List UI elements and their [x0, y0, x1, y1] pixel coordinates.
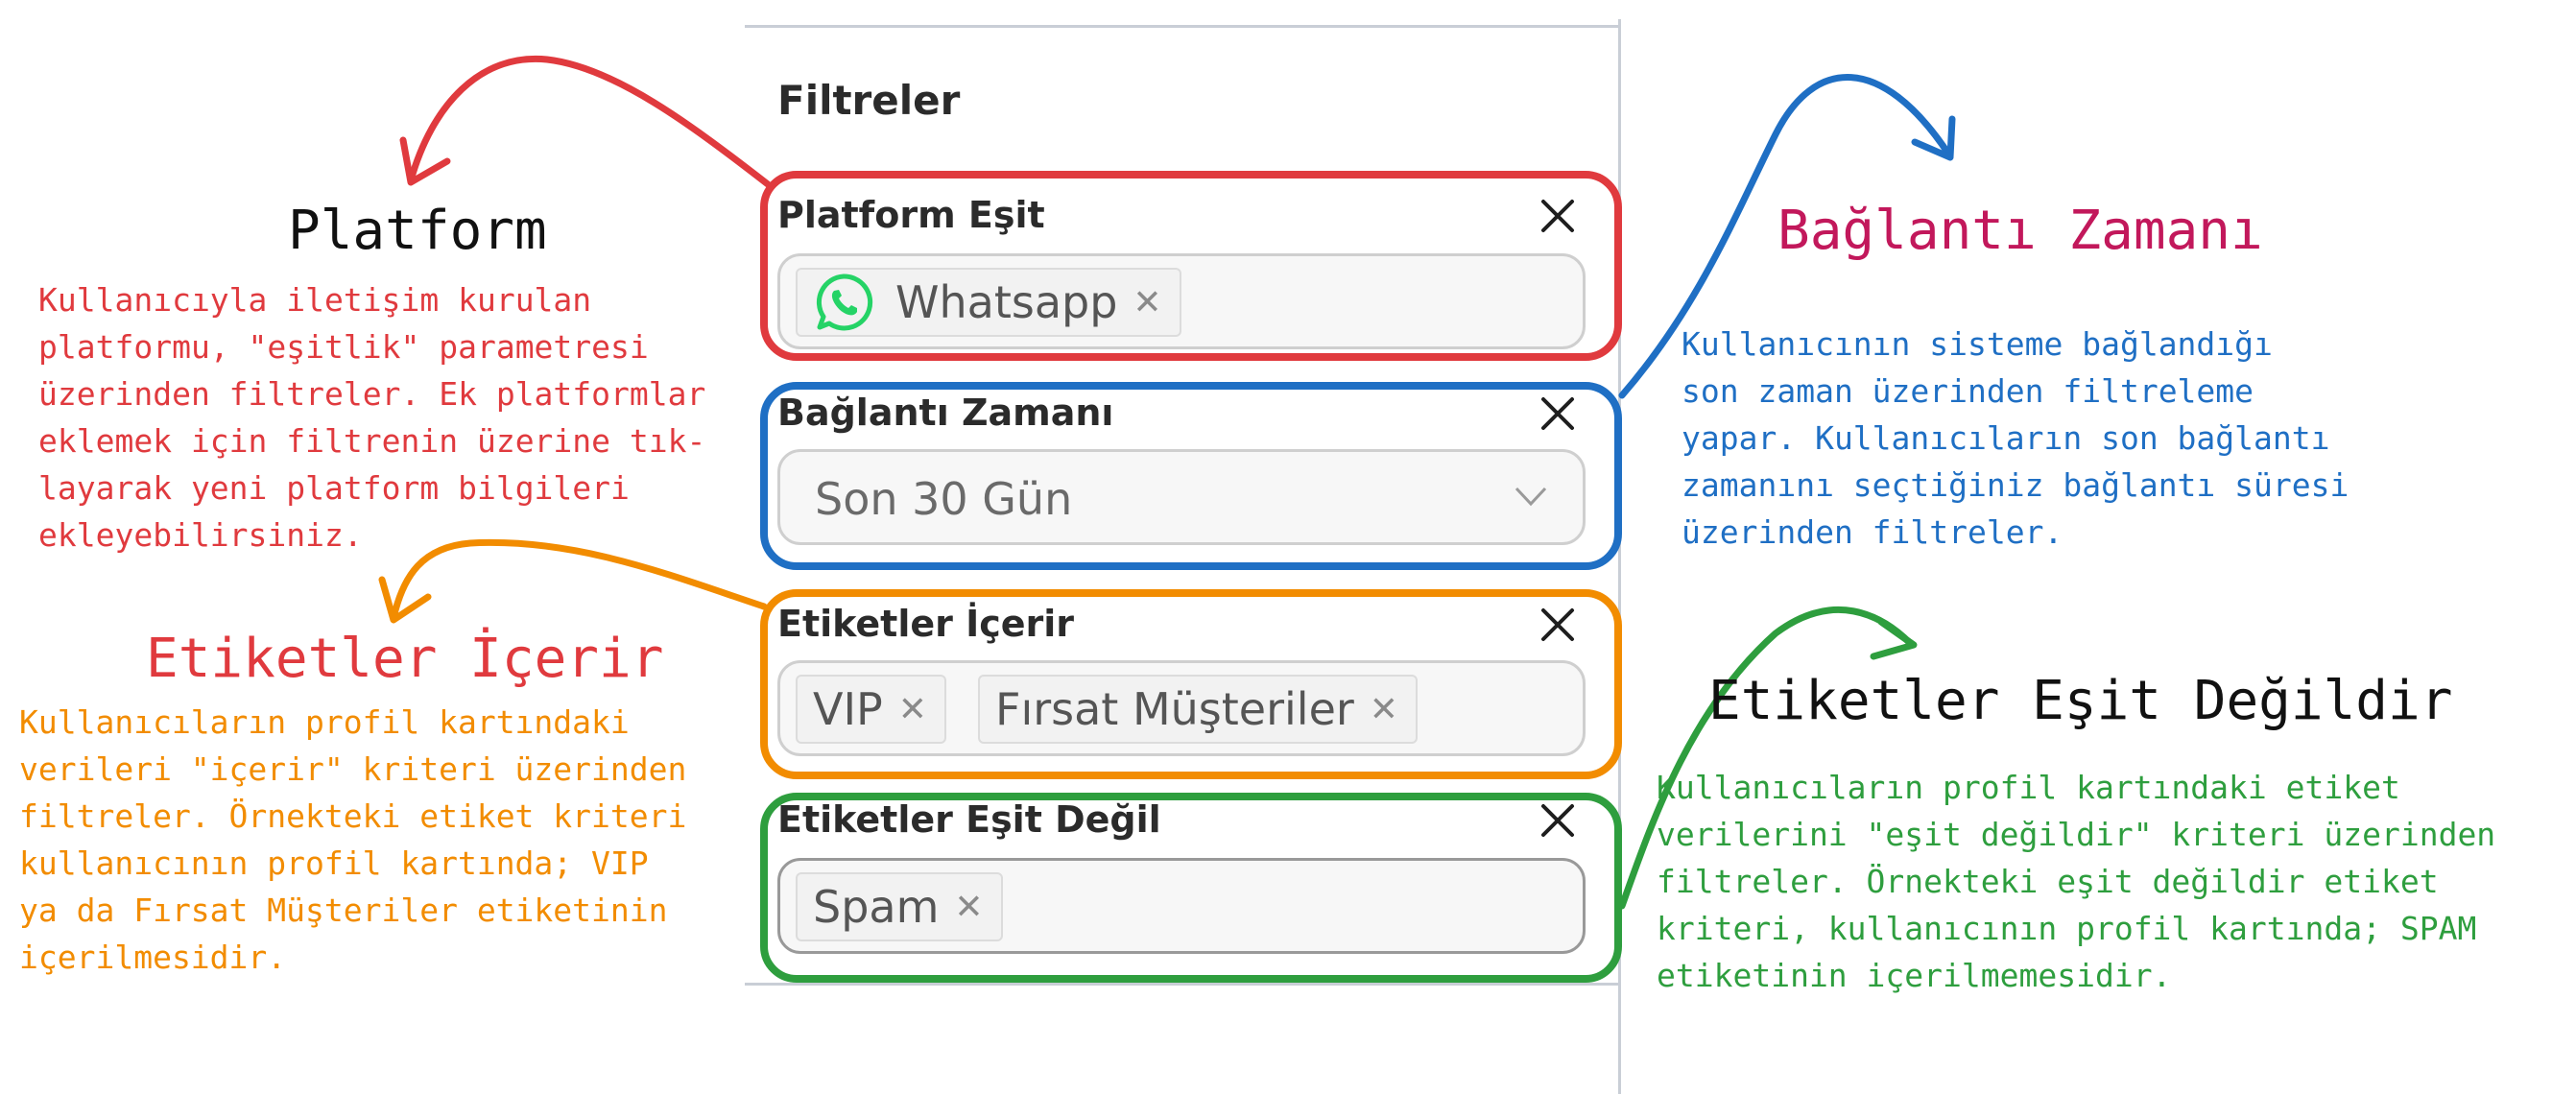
chip-spam[interactable]: Spam ✕ — [796, 872, 1003, 941]
chevron-down-icon — [1515, 487, 1547, 507]
filter-label-esit-degil: Etiketler Eşit Değil — [777, 798, 1161, 841]
arrow-platform — [407, 55, 772, 188]
chip-remove-icon[interactable]: ✕ — [897, 689, 927, 729]
chip-whatsapp[interactable]: Whatsapp ✕ — [796, 268, 1181, 337]
panel-top-border — [745, 25, 1620, 28]
filter-card-baglanti — [760, 382, 1622, 570]
chip-vip[interactable]: VIP ✕ — [796, 675, 946, 744]
chip-firsat-musteriler[interactable]: Fırsat Müşteriler ✕ — [978, 675, 1418, 744]
arrowhead-icerir — [378, 576, 432, 624]
filter-card-esit-degil — [760, 793, 1622, 983]
annotation-esit-degil-title: Etiketler Eşit Değildir — [1708, 670, 2453, 732]
filter-label-platform: Platform Eşit — [777, 194, 1045, 236]
close-icon — [1541, 200, 1574, 232]
platform-multiselect[interactable]: Whatsapp ✕ — [777, 253, 1586, 349]
filter-card-platform — [760, 171, 1622, 361]
arrowhead-esit-degil — [1870, 618, 1918, 660]
arrowhead-platform — [399, 136, 451, 186]
chip-label: Spam — [813, 881, 940, 933]
annotation-platform-desc: Kullanıcıyla iletişim kurulan platformu,… — [38, 281, 706, 554]
remove-filter-esit-degil-button[interactable] — [1538, 800, 1578, 841]
remove-filter-baglanti-button[interactable] — [1538, 393, 1578, 434]
filter-label-baglanti: Bağlantı Zamanı — [777, 392, 1114, 434]
chip-label: VIP — [813, 683, 883, 735]
chip-remove-icon[interactable]: ✕ — [1133, 282, 1162, 322]
annotation-baglanti-desc: Kullanıcının sisteme bağlandığı son zama… — [1682, 325, 2349, 551]
etiketler-icerir-multiselect[interactable]: VIP ✕ Fırsat Müşteriler ✕ — [777, 660, 1586, 756]
chip-remove-icon[interactable]: ✕ — [954, 887, 984, 927]
close-icon — [1541, 608, 1574, 641]
close-icon — [1541, 804, 1574, 837]
close-icon — [1541, 397, 1574, 430]
baglanti-zamani-select[interactable]: Son 30 Gün — [777, 449, 1586, 545]
annotation-baglanti-title: Bağlantı Zamanı — [1777, 200, 2263, 262]
panel-right-border — [1618, 19, 1621, 1094]
select-value: Son 30 Gün — [815, 473, 1073, 525]
etiketler-esit-degil-multiselect[interactable]: Spam ✕ — [777, 858, 1586, 954]
filter-card-icerir — [760, 589, 1622, 779]
annotation-icerir-title: Etiketler İçerir — [146, 628, 664, 690]
filter-label-icerir: Etiketler İçerir — [777, 603, 1075, 645]
annotation-icerir-desc: Kullanıcıların profil kartındaki veriler… — [19, 703, 687, 976]
panel-bottom-border — [745, 983, 1620, 986]
chip-label: Fırsat Müşteriler — [995, 683, 1354, 735]
whatsapp-icon — [816, 274, 873, 331]
chip-label: Whatsapp — [895, 276, 1118, 328]
arrowhead-baglanti — [1911, 115, 1956, 161]
annotation-platform-title: Platform — [288, 200, 547, 262]
chip-remove-icon[interactable]: ✕ — [1369, 689, 1398, 729]
remove-filter-platform-button[interactable] — [1538, 196, 1578, 236]
remove-filter-icerir-button[interactable] — [1538, 605, 1578, 645]
panel-title: Filtreler — [777, 77, 961, 124]
annotation-esit-degil-desc: Kullanıcıların profil kartındaki etiket … — [1657, 769, 2496, 994]
